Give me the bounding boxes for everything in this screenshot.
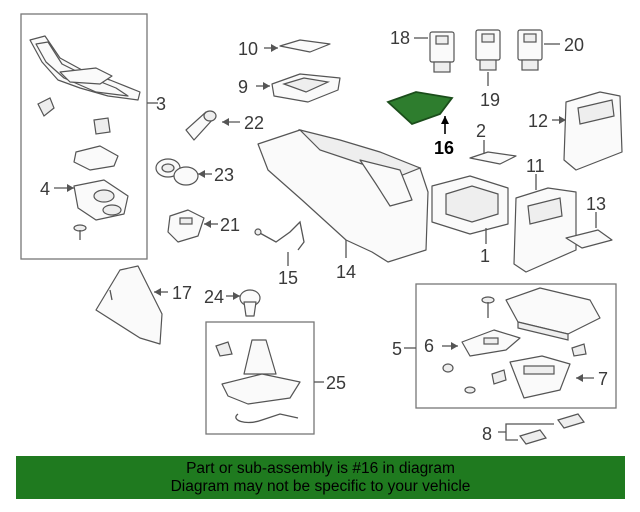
part-17-side-panel[interactable] bbox=[95, 265, 163, 345]
part-3-upper-panel[interactable] bbox=[29, 35, 141, 101]
callout-16[interactable]: 16 bbox=[434, 138, 454, 158]
part-2-pad[interactable] bbox=[469, 151, 517, 165]
callout-19[interactable]: 19 bbox=[480, 90, 500, 110]
part-14-console-body[interactable] bbox=[257, 128, 429, 263]
callout-6[interactable]: 6 bbox=[424, 336, 434, 356]
part-1-bracket[interactable] bbox=[431, 175, 509, 235]
callout-9[interactable]: 9 bbox=[238, 77, 248, 97]
part-25-shift-boot[interactable] bbox=[221, 339, 301, 405]
part-11-rear-cover[interactable] bbox=[513, 187, 577, 273]
callout-24[interactable]: 24 bbox=[204, 287, 224, 307]
callout-12[interactable]: 12 bbox=[528, 111, 548, 131]
part-7-latch[interactable] bbox=[509, 355, 571, 399]
callout-5[interactable]: 5 bbox=[392, 339, 402, 359]
part-5-screws bbox=[442, 296, 587, 394]
part-21-usb-port[interactable] bbox=[167, 209, 205, 243]
part-25-clip bbox=[215, 341, 233, 357]
callout-3[interactable]: 3 bbox=[156, 94, 166, 114]
callout-8[interactable]: 8 bbox=[482, 424, 492, 444]
group-box-3 bbox=[20, 13, 148, 260]
callout-11[interactable]: 11 bbox=[526, 156, 545, 176]
callout-18[interactable]: 18 bbox=[390, 28, 410, 48]
callout-1[interactable]: 1 bbox=[480, 246, 490, 266]
banner-line-1: Part or sub-assembly is #16 in diagram bbox=[186, 460, 455, 477]
part-13-mat[interactable] bbox=[565, 229, 613, 249]
group-box-25 bbox=[205, 321, 315, 435]
callout-25[interactable]: 25 bbox=[326, 373, 346, 393]
part-15-harness bbox=[254, 220, 305, 251]
part-12-rear-panel[interactable] bbox=[563, 91, 623, 171]
banner-line-2: Diagram may not be specific to your vehi… bbox=[170, 478, 471, 495]
callout-17[interactable]: 17 bbox=[172, 283, 192, 303]
callout-23[interactable]: 23 bbox=[214, 165, 234, 185]
callout-7[interactable]: 7 bbox=[598, 369, 608, 389]
part-18-switch[interactable] bbox=[429, 31, 455, 73]
part-19-switch[interactable] bbox=[475, 29, 501, 71]
callout-15[interactable]: 15 bbox=[278, 268, 298, 288]
part-22-socket[interactable] bbox=[185, 110, 217, 141]
parts-diagram: 3 4 10 9 16 18 19 20 12 bbox=[20, 13, 623, 445]
callout-20[interactable]: 20 bbox=[564, 35, 584, 55]
part-24-shift-knob[interactable] bbox=[239, 289, 261, 317]
callout-13[interactable]: 13 bbox=[586, 194, 606, 214]
part-9-tray[interactable] bbox=[271, 73, 341, 103]
part-6-hinge[interactable] bbox=[461, 329, 521, 357]
part-23-cup-ring[interactable] bbox=[155, 158, 199, 186]
part-10-mat[interactable] bbox=[279, 39, 331, 53]
callout-22[interactable]: 22 bbox=[244, 113, 264, 133]
part-8-clips[interactable] bbox=[519, 413, 585, 445]
part-20-switch[interactable] bbox=[517, 29, 543, 71]
part-5-armrest-lid[interactable] bbox=[505, 287, 601, 341]
info-banner: Part or sub-assembly is #16 in diagram D… bbox=[16, 456, 625, 499]
callout-2[interactable]: 2 bbox=[476, 121, 486, 141]
part-3-clip[interactable] bbox=[37, 97, 55, 117]
part-25-cable bbox=[235, 413, 299, 424]
callout-10[interactable]: 10 bbox=[238, 39, 258, 59]
part-3-clip-b[interactable] bbox=[93, 117, 111, 135]
callout-4[interactable]: 4 bbox=[40, 179, 50, 199]
group-box-5 bbox=[415, 283, 617, 409]
callout-14[interactable]: 14 bbox=[336, 262, 356, 282]
part-16-highlighted-mat[interactable] bbox=[386, 91, 454, 126]
part-4-screw bbox=[73, 224, 87, 240]
part-4-cup-holder[interactable] bbox=[73, 145, 129, 221]
callout-21[interactable]: 21 bbox=[220, 215, 240, 235]
